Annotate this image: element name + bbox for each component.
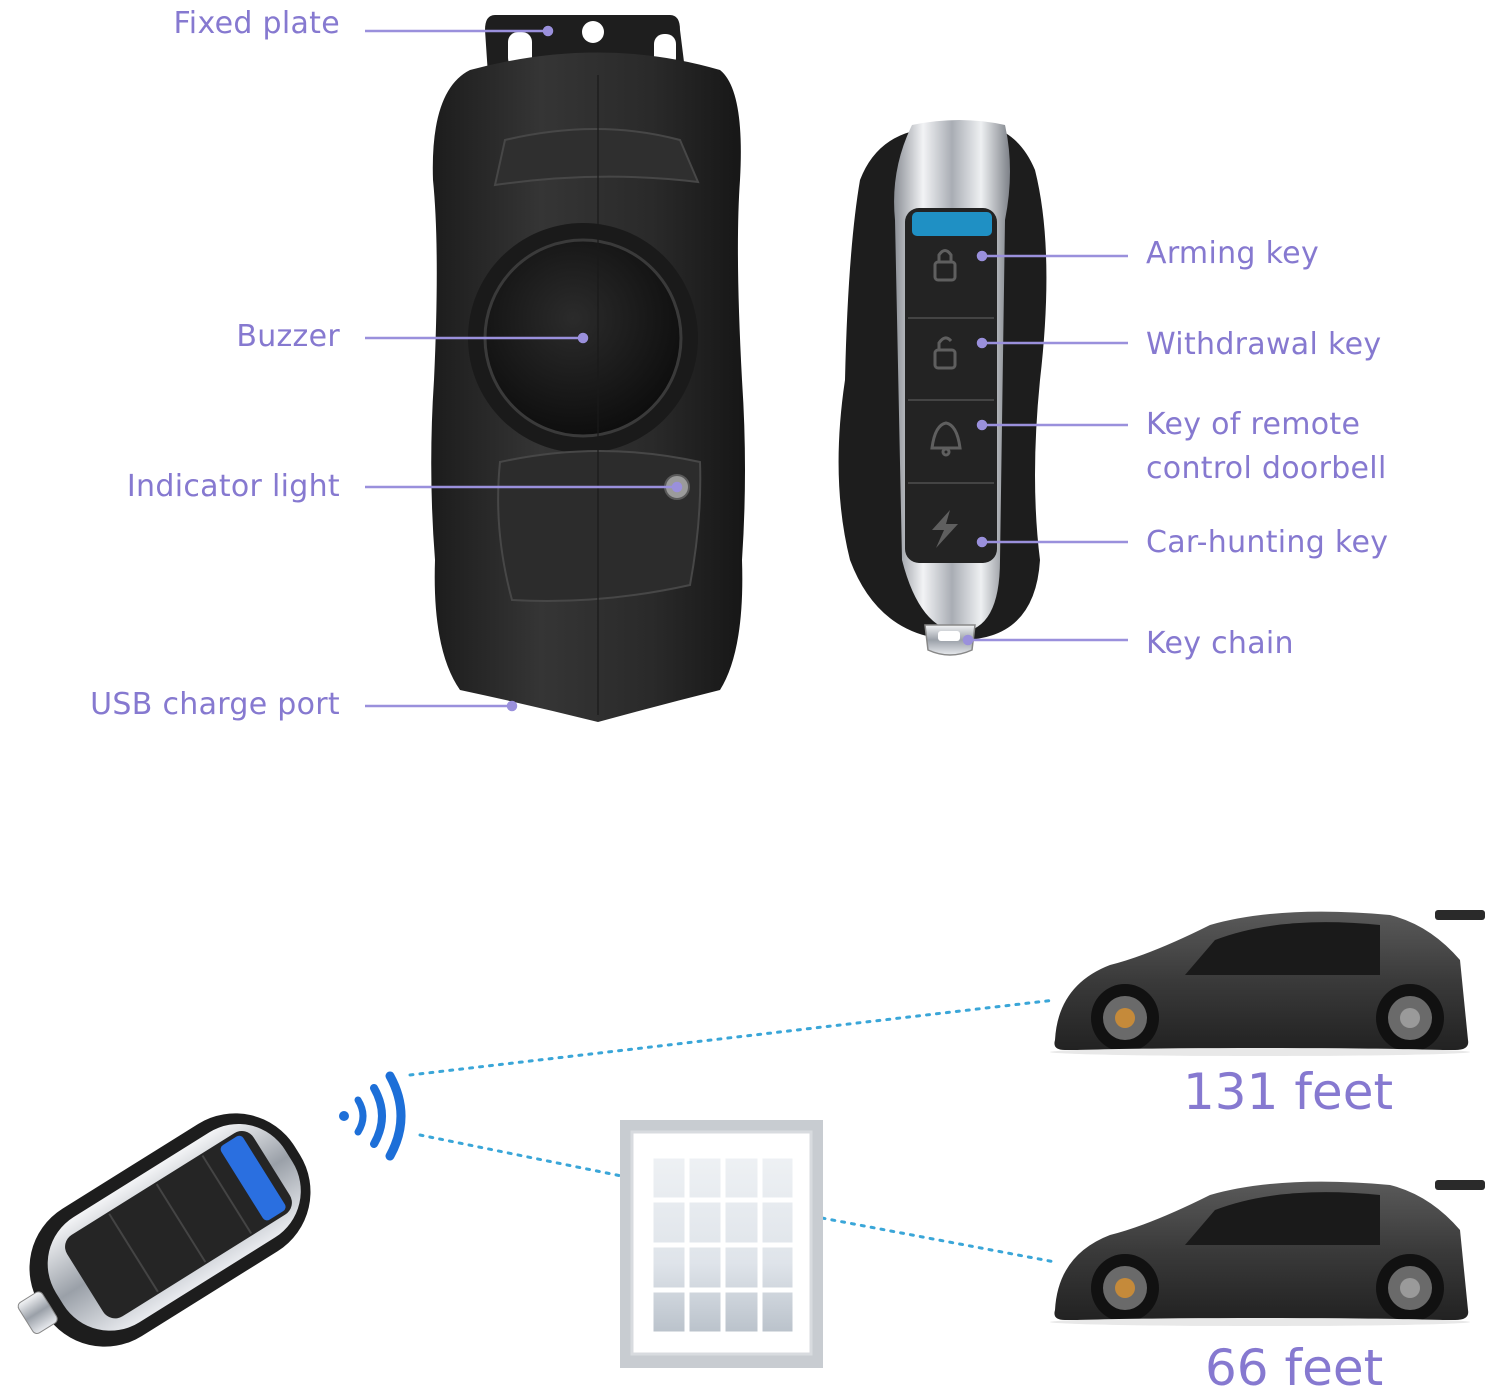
alarm-unit: [431, 15, 745, 722]
upper-panel: [493, 128, 700, 187]
car-near: [1050, 1180, 1485, 1326]
label-fixed-plate: Fixed plate: [173, 6, 340, 41]
lower-panel: [497, 450, 702, 602]
fob-angled: [17, 1113, 311, 1347]
label-arming-key: Arming key: [1146, 236, 1319, 271]
label-buzzer: Buzzer: [236, 319, 340, 354]
unlock-icon: [933, 336, 957, 370]
label-key-chain: Key chain: [1146, 626, 1294, 661]
label-usb-charge-port: USB charge port: [90, 687, 340, 722]
fob-key-panel: [905, 208, 997, 563]
bell-icon: [930, 421, 962, 457]
label-doorbell-key-line2: control doorbell: [1146, 451, 1387, 486]
range-open-space: 131 feet: [1183, 1063, 1394, 1121]
label-car-hunting-key: Car-hunting key: [1146, 525, 1389, 560]
label-doorbell-key-line1: Key of remote: [1146, 407, 1361, 442]
range-through-wall: 66 feet: [1205, 1339, 1384, 1397]
leader-lines: [365, 25, 1128, 712]
label-withdrawal-key: Withdrawal key: [1146, 327, 1382, 362]
label-indicator-light: Indicator light: [126, 469, 340, 504]
lightning-icon: [932, 510, 958, 548]
signal-waves-icon: [339, 1071, 406, 1161]
range-line-open: [408, 998, 1057, 1077]
range-line-wall-b: [820, 1216, 1057, 1264]
car-far: [1050, 910, 1485, 1056]
fob-led: [912, 212, 992, 236]
window-obstacle: [620, 1120, 823, 1368]
plate-hole: [582, 21, 604, 43]
label-doorbell-key: Key of remote control doorbell: [1146, 407, 1387, 487]
lock-icon: [933, 249, 957, 282]
range-line-wall-a: [418, 1133, 702, 1194]
remote-fob: [838, 120, 1047, 656]
